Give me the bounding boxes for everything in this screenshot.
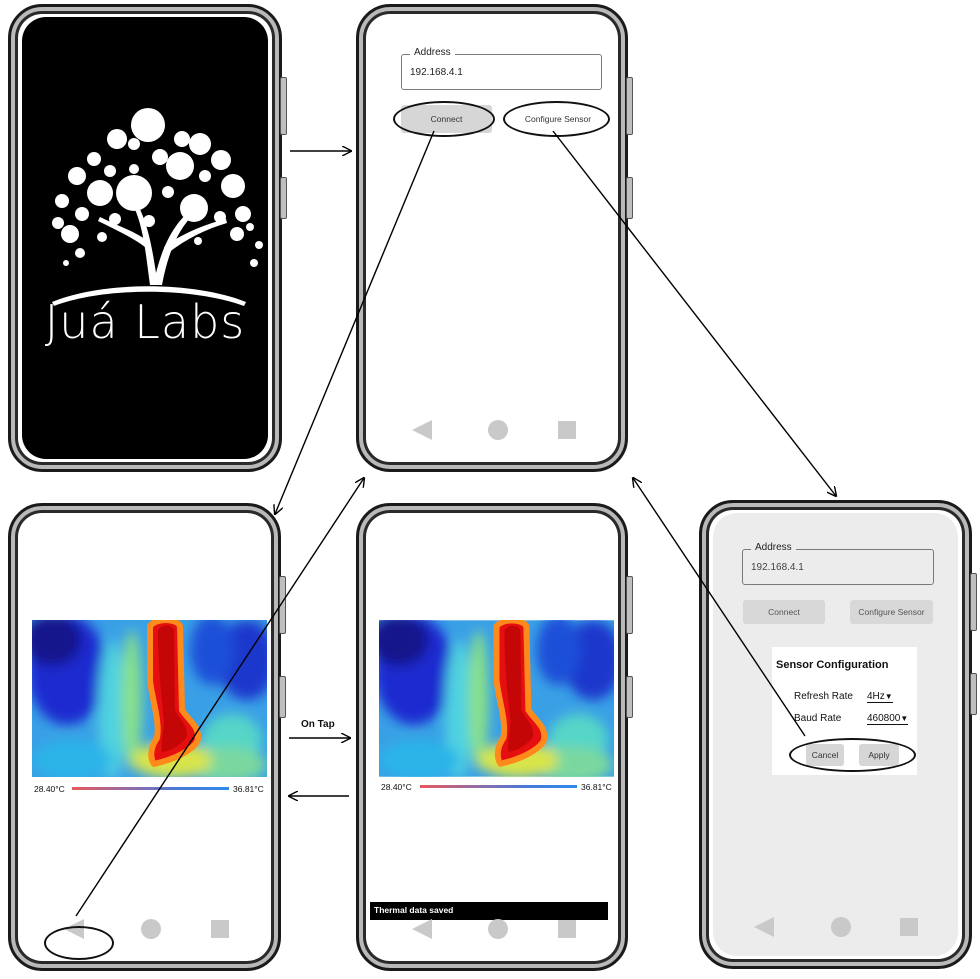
home-icon[interactable]: [488, 420, 508, 440]
connect-screen: Address 192.168.4.1 Connect Configure Se…: [370, 17, 614, 459]
back-icon[interactable]: [754, 917, 774, 937]
nav-bar: [713, 912, 958, 942]
power-button: [279, 676, 286, 718]
on-tap-label: On Tap: [301, 719, 335, 730]
saved-toast-text: Thermal data saved: [374, 905, 454, 915]
chevron-down-icon: ▼: [900, 714, 909, 723]
connect-button-label: Connect: [768, 607, 800, 617]
sensor-config-dialog: Sensor Configuration Refresh Rate 4Hz▼ B…: [772, 647, 917, 775]
power-button: [970, 673, 977, 715]
power-button: [280, 177, 287, 219]
back-icon[interactable]: [412, 420, 432, 440]
refresh-rate-label: Refresh Rate: [794, 691, 853, 702]
min-temp-label: 28.40°C: [34, 784, 65, 794]
back-highlight: [44, 926, 114, 960]
home-icon[interactable]: [488, 919, 508, 939]
recent-apps-icon[interactable]: [900, 918, 918, 936]
chevron-down-icon: ▼: [884, 692, 893, 701]
configure-highlight: [503, 101, 610, 137]
config-screen: Address 192.168.4.1 Connect Configure Se…: [713, 513, 958, 956]
phone-connect: Address 192.168.4.1 Connect Configure Se…: [356, 4, 633, 472]
configure-sensor-label: Configure Sensor: [858, 607, 925, 617]
temperature-scale-bar: [420, 785, 577, 788]
baud-rate-select[interactable]: 460800▼: [867, 713, 909, 725]
baud-rate-value: 460800: [867, 713, 901, 724]
power-button: [626, 676, 633, 718]
baud-rate-label: Baud Rate: [794, 713, 842, 724]
connect-button[interactable]: Connect: [743, 600, 825, 624]
thermal-screen: 28.40°C 36.81°C: [22, 516, 267, 958]
volume-button: [626, 576, 633, 634]
phone-config: Address 192.168.4.1 Connect Configure Se…: [699, 500, 977, 969]
max-temp-label: 36.81°C: [581, 782, 612, 792]
power-button: [626, 177, 633, 219]
tree-logo: [52, 108, 263, 306]
address-label: Address: [410, 47, 455, 58]
recent-apps-icon[interactable]: [558, 920, 576, 938]
phone-thermal: 28.40°C 36.81°C: [8, 503, 286, 971]
recent-apps-icon[interactable]: [558, 421, 576, 439]
temperature-scale-bar: [72, 787, 229, 790]
thermal-image[interactable]: [32, 620, 267, 777]
nav-bar: [370, 415, 614, 445]
brand-name: Juá Labs: [44, 295, 246, 349]
cancel-apply-highlight: [789, 738, 916, 772]
address-label: Address: [751, 542, 796, 553]
refresh-rate-select[interactable]: 4Hz▼: [867, 691, 893, 703]
nav-bar: [370, 914, 614, 944]
saved-toast: Thermal data saved: [370, 902, 608, 920]
address-value: 192.168.4.1: [410, 67, 463, 78]
home-icon[interactable]: [831, 917, 851, 937]
dialog-title: Sensor Configuration: [776, 659, 889, 671]
volume-button: [970, 573, 977, 631]
recent-apps-icon[interactable]: [211, 920, 229, 938]
volume-button: [626, 77, 633, 135]
volume-button: [280, 77, 287, 135]
min-temp-label: 28.40°C: [381, 782, 412, 792]
connect-highlight: [393, 101, 495, 137]
phone-thermal-saved: 28.40°C 36.81°C Thermal data saved: [356, 503, 633, 971]
volume-button: [279, 576, 286, 634]
home-icon[interactable]: [141, 919, 161, 939]
thermal-image[interactable]: [379, 620, 614, 777]
phone-splash: Juá Labs: [8, 4, 287, 472]
address-field[interactable]: Address 192.168.4.1: [742, 542, 934, 585]
address-value: 192.168.4.1: [751, 562, 804, 573]
max-temp-label: 36.81°C: [233, 784, 264, 794]
thermal-saved-screen: 28.40°C 36.81°C Thermal data saved: [370, 516, 614, 958]
configure-sensor-button[interactable]: Configure Sensor: [850, 600, 933, 624]
refresh-rate-value: 4Hz: [867, 691, 885, 702]
splash-screen: Juá Labs: [22, 17, 268, 459]
address-field[interactable]: Address 192.168.4.1: [401, 47, 602, 90]
back-icon[interactable]: [412, 919, 432, 939]
